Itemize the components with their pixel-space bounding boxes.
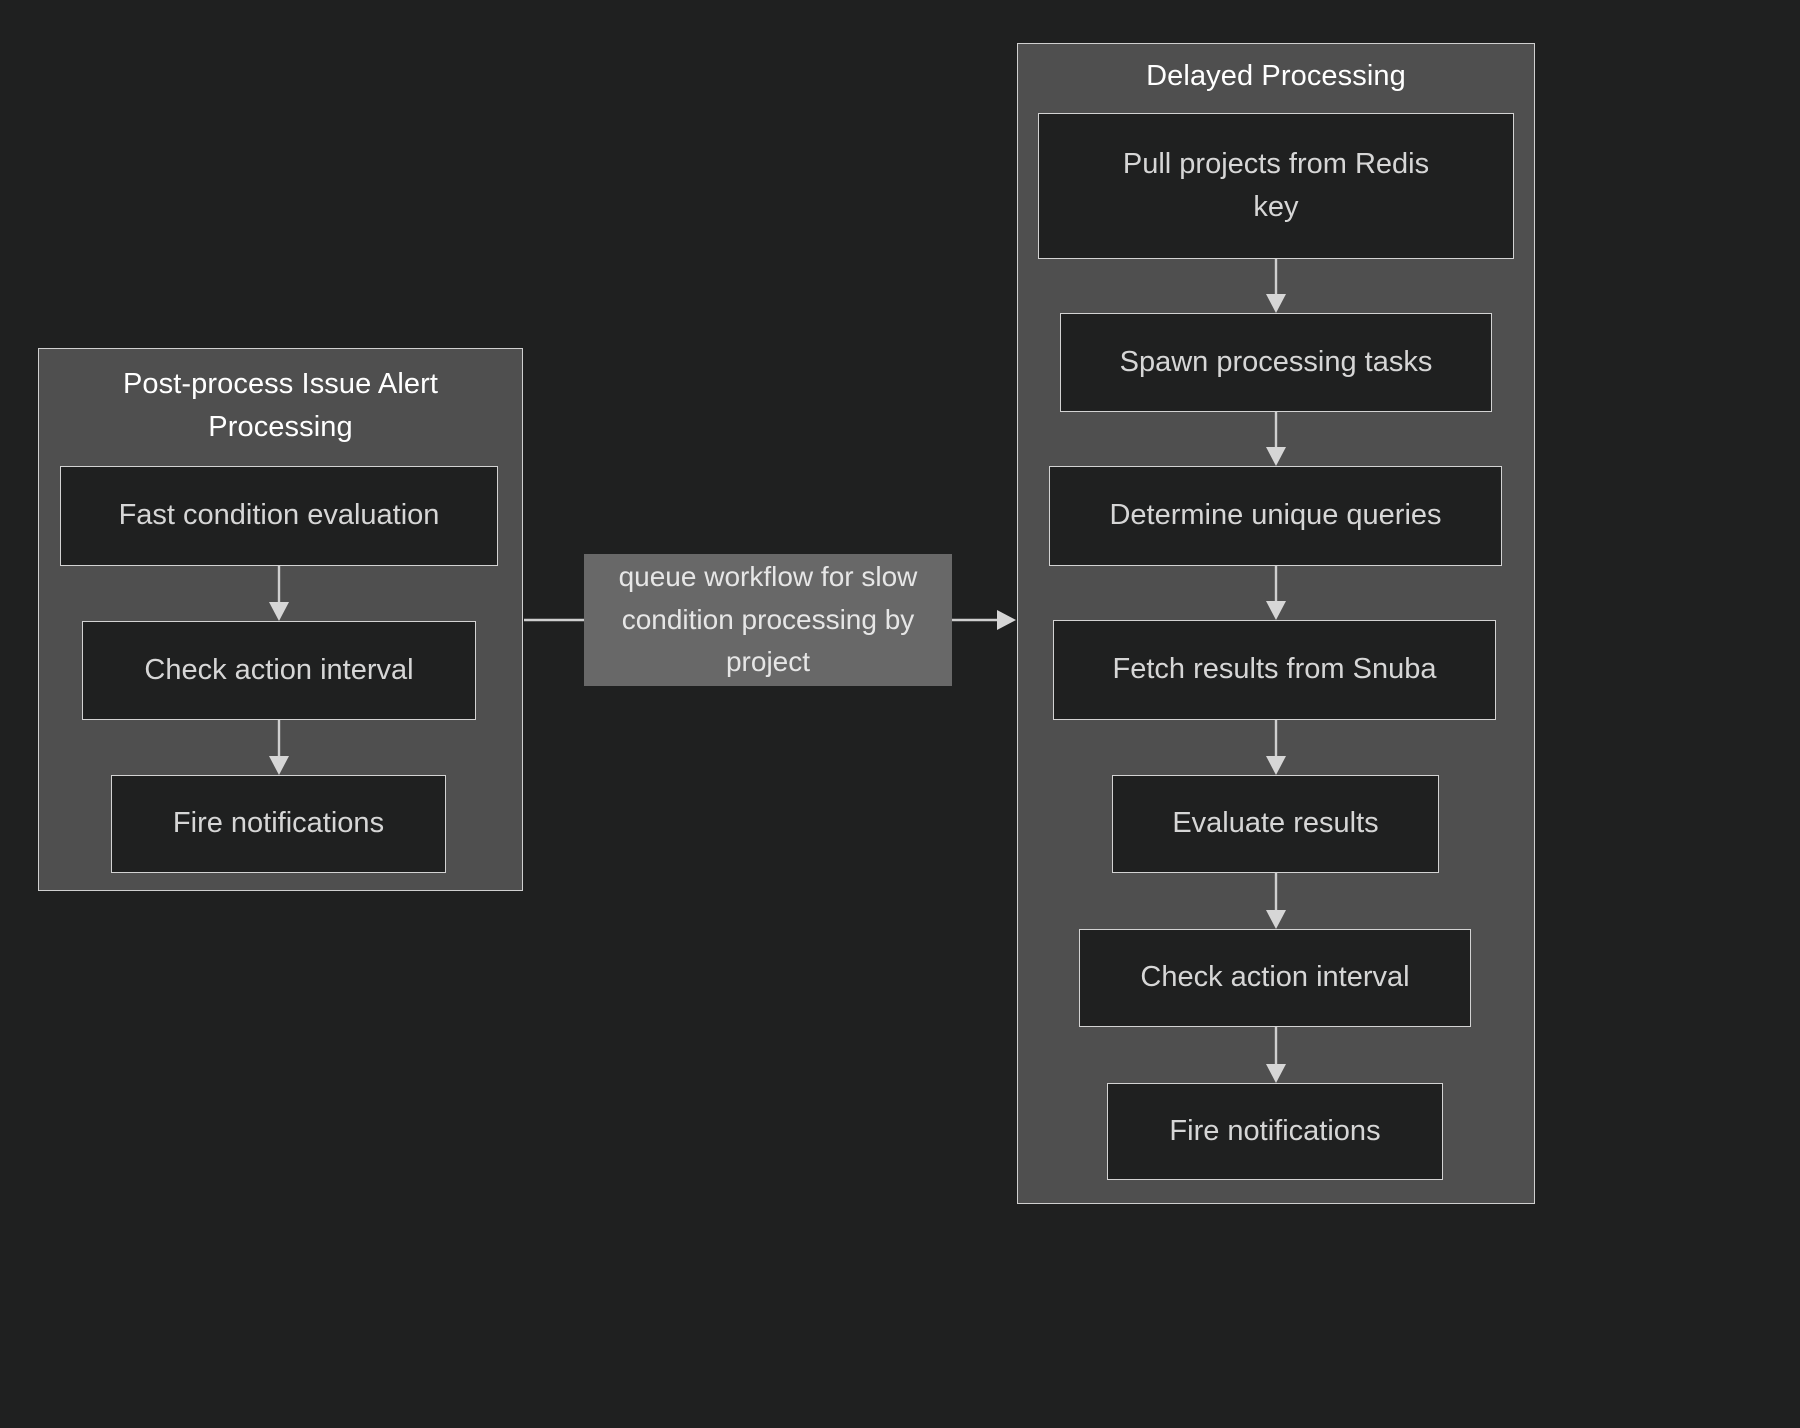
node-label-fetch-results-from-snuba: Fetch results from Snuba (1112, 653, 1437, 686)
node-label-spawn-processing-tasks: Spawn processing tasks (1119, 345, 1433, 378)
node-pull-projects-from-redis-key[interactable]: Pull projects from Redis key (1038, 113, 1514, 259)
node-determine-unique-queries[interactable]: Determine unique queries (1049, 466, 1502, 566)
node-label-evaluate-results: Evaluate results (1172, 807, 1379, 840)
node-spawn-processing-tasks[interactable]: Spawn processing tasks (1060, 313, 1492, 412)
edge-label-text: queue workflow for slow condition proces… (618, 560, 918, 678)
node-check-action-interval[interactable]: Check action interval (82, 621, 476, 720)
node-label-fire-notifications: Fire notifications (172, 807, 385, 840)
subgraph-title-post-process: Post-process Issue Alert Processing (122, 368, 439, 443)
node-evaluate-results[interactable]: Evaluate results (1112, 775, 1439, 873)
node-label-pull-projects-from-redis-key: Pull projects from Redis key (1122, 147, 1430, 224)
node-label-check-action-interval: Check action interval (144, 653, 414, 686)
subgraph-title-delayed-processing: Delayed Processing (1146, 60, 1406, 92)
node-fire-notifications[interactable]: Fire notifications (111, 775, 446, 873)
node-label-determine-unique-queries: Determine unique queries (1109, 499, 1442, 532)
node-fast-condition-evaluation[interactable]: Fast condition evaluation (60, 466, 498, 566)
node-fire-notifications-delayed[interactable]: Fire notifications (1107, 1083, 1443, 1180)
node-label-fast-condition-evaluation: Fast condition evaluation (118, 499, 440, 532)
node-label-check-action-interval-delayed: Check action interval (1140, 961, 1410, 994)
node-fetch-results-from-snuba[interactable]: Fetch results from Snuba (1053, 620, 1496, 720)
node-check-action-interval-delayed[interactable]: Check action interval (1079, 929, 1471, 1027)
node-label-fire-notifications-delayed: Fire notifications (1169, 1114, 1381, 1147)
edge-label-queue-workflow: queue workflow for slow condition proces… (584, 554, 952, 686)
